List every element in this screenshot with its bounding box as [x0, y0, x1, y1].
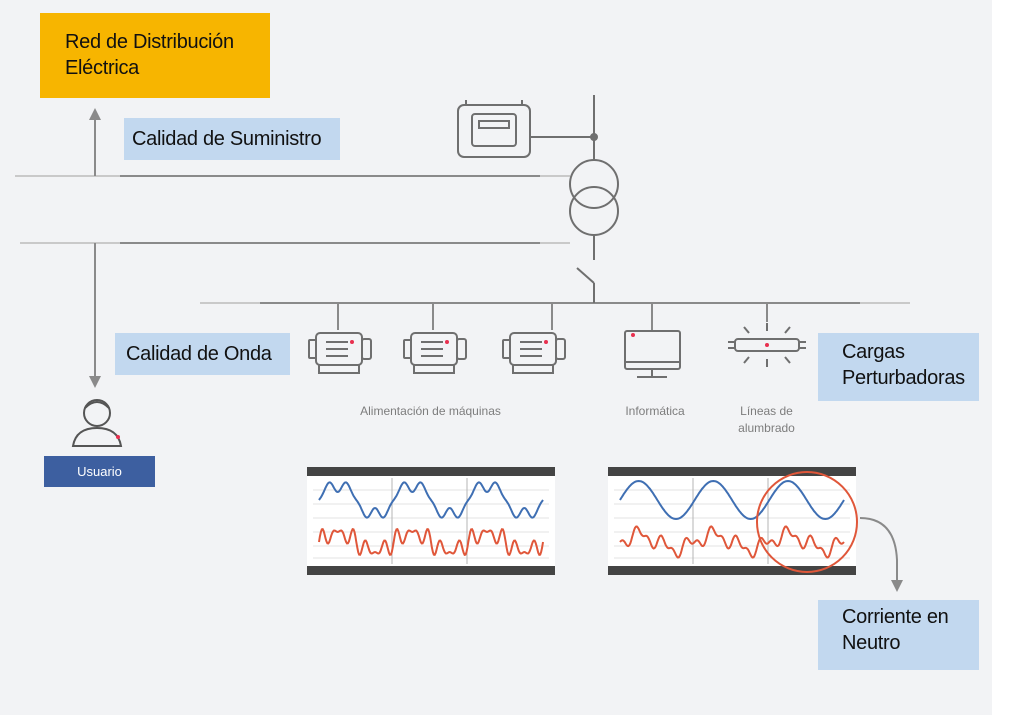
it-lighting-waveform-panel [608, 467, 856, 575]
neutral-current-label: Corriente en Neutro [818, 600, 979, 670]
motor-icon [308, 332, 372, 374]
scope-top-bar [307, 467, 555, 476]
load-drops [337, 303, 768, 330]
machines-waveform-panel [307, 467, 555, 575]
scope-screen [608, 467, 856, 575]
motor-icon [502, 332, 566, 374]
transformer-icon [569, 95, 619, 260]
neutral-arrow [859, 517, 903, 592]
scope-top-bar [608, 467, 856, 476]
current-waveform [619, 525, 845, 559]
supply-quality-text: Calidad de Suministro [132, 128, 322, 150]
grid-label-line2: Eléctrica [65, 57, 139, 79]
scope-bottom-bar [608, 566, 856, 575]
it-caption: Informática [610, 403, 700, 420]
neutral-label-line2: Neutro [842, 632, 901, 654]
grid-label-line1: Red de Distribución [65, 31, 234, 53]
user-icon [71, 399, 123, 447]
monitor-icon [624, 330, 681, 378]
wave-quality-label: Calidad de Onda [115, 333, 290, 375]
disturbing-loads-label: Cargas Perturbadoras [818, 333, 979, 401]
current-waveform [318, 528, 544, 556]
machines-caption-text: Alimentación de máquinas [360, 404, 501, 418]
network-lines [15, 175, 910, 304]
wave-quality-text: Calidad de Onda [126, 343, 272, 365]
lighting-caption-line1: Líneas de [740, 404, 793, 418]
scope-bottom-bar [307, 566, 555, 575]
lighting-caption-line2: alumbrado [738, 421, 795, 436]
power-quality-diagram [15, 95, 910, 592]
machines-caption: Alimentación de máquinas [328, 403, 533, 420]
highlight-circle-icon [756, 471, 858, 573]
voltage-waveform [619, 479, 845, 521]
motor-icon [403, 332, 467, 374]
switch-icon [576, 267, 595, 303]
fluorescent-lamp-icon [728, 323, 806, 367]
loads-label-line1: Cargas [842, 341, 905, 363]
loads-label-line2: Perturbadoras [842, 367, 965, 389]
distribution-grid-box: Red de Distribución Eléctrica [40, 13, 270, 98]
neutral-label-line1: Corriente en [842, 606, 949, 628]
arrow-up-icon [89, 108, 101, 176]
it-caption-text: Informática [625, 404, 685, 418]
user-badge: Usuario [44, 456, 155, 487]
energy-meter-icon [457, 100, 598, 158]
lighting-caption: Líneas de alumbrado [724, 403, 809, 438]
voltage-waveform [318, 481, 544, 519]
supply-quality-label: Calidad de Suministro [124, 118, 340, 160]
arrow-down-icon [89, 243, 101, 388]
